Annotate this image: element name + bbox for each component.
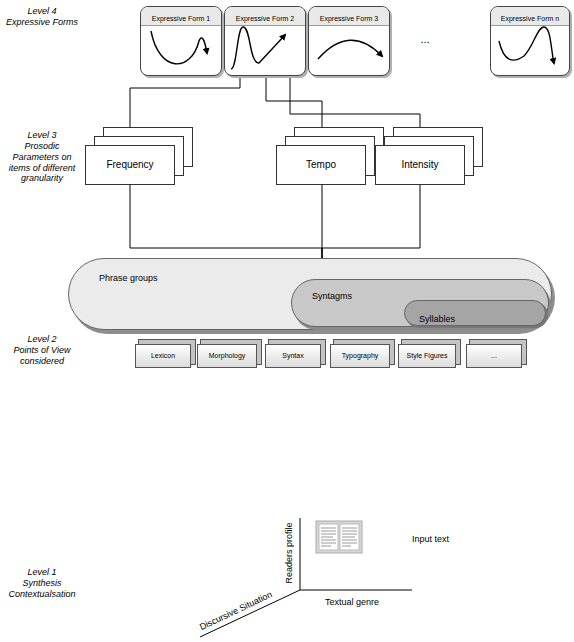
node-text: Syntax [282, 352, 303, 360]
node-text: Syllables [419, 314, 455, 325]
text-label: Textual genre [325, 597, 379, 608]
granularity-band: Syllables [404, 300, 546, 326]
connector [290, 76, 420, 127]
prosody-curve [231, 27, 285, 69]
header-band: Expressive Form n [491, 7, 569, 26]
parameter-stack: Frequency [85, 127, 193, 185]
node-text: ... [491, 352, 497, 360]
text-label: Points of View considered [2, 345, 82, 367]
granularity-band: Phrase groupsSyntagmsSyllables [68, 258, 552, 330]
parameter-box: Frequency [85, 145, 175, 185]
text-label: Level 4 [2, 6, 82, 17]
node-text: Expressive Form n [501, 15, 559, 23]
node-text: Expressive Form 3 [320, 15, 378, 23]
parameter-stack: Tempo [276, 127, 384, 185]
viewpoint-box: Style Figures [398, 344, 456, 368]
document-lines [321, 528, 357, 546]
text-label: Level 1 [2, 567, 82, 578]
viewpoint-box: Lexicon [135, 344, 191, 368]
header-band: Expressive Form 1 [141, 7, 221, 26]
axis-line [300, 590, 412, 591]
viewpoint-box: Morphology [197, 344, 257, 368]
connector [322, 185, 323, 258]
prosody-curve [499, 27, 554, 63]
node-text: Intensity [401, 159, 438, 171]
node-text: Style Figures [407, 352, 448, 360]
node-text: Expressive Form 2 [236, 15, 294, 23]
node-text: Lexicon [151, 352, 175, 360]
prosody-curve [318, 40, 382, 59]
text-label: Expressive Forms [2, 17, 82, 28]
text-label: Level 3 [2, 130, 82, 141]
parameter-stack: Intensity [375, 127, 483, 185]
text-label: Readers profile [284, 522, 295, 583]
expressive-form-box: Expressive Form 2 [224, 6, 306, 76]
text-label: Discursive Situation [198, 589, 274, 633]
viewpoint-box: Syntax [265, 344, 321, 368]
connector [130, 76, 240, 127]
connector [266, 76, 322, 127]
expressive-form-box: Expressive Form 3 [308, 6, 390, 76]
node-text: Frequency [106, 159, 153, 171]
expressive-form-box: Expressive Form n [490, 6, 570, 76]
node-text: Typography [342, 352, 379, 360]
text-label: ... [410, 33, 440, 46]
document-thumbnail [316, 521, 362, 553]
expressive-form-box: Expressive Form 1 [140, 6, 222, 76]
node-text: Phrase groups [99, 273, 158, 284]
text-label: Prosodic Parameters on items of differen… [2, 141, 82, 184]
text-label: Level 2 [2, 334, 82, 345]
node-text: Tempo [306, 159, 336, 171]
text-label: Input text [412, 534, 449, 545]
node-text: Syntagms [312, 291, 352, 302]
connector [130, 185, 322, 258]
axis-line [300, 518, 301, 590]
granularity-band: SyntagmsSyllables [291, 279, 549, 327]
node-text: Morphology [209, 352, 246, 360]
header-band: Expressive Form 3 [309, 7, 389, 26]
text-label: Synthesis Contextualsation [2, 578, 82, 600]
viewpoint-box: ... [466, 344, 522, 368]
parameter-box: Tempo [276, 145, 366, 185]
viewpoint-box: Typography [330, 344, 390, 368]
connector [322, 185, 420, 258]
parameter-box: Intensity [375, 145, 465, 185]
header-band: Expressive Form 2 [225, 7, 305, 26]
prosody-curve [151, 31, 207, 64]
node-text: Expressive Form 1 [152, 15, 210, 23]
